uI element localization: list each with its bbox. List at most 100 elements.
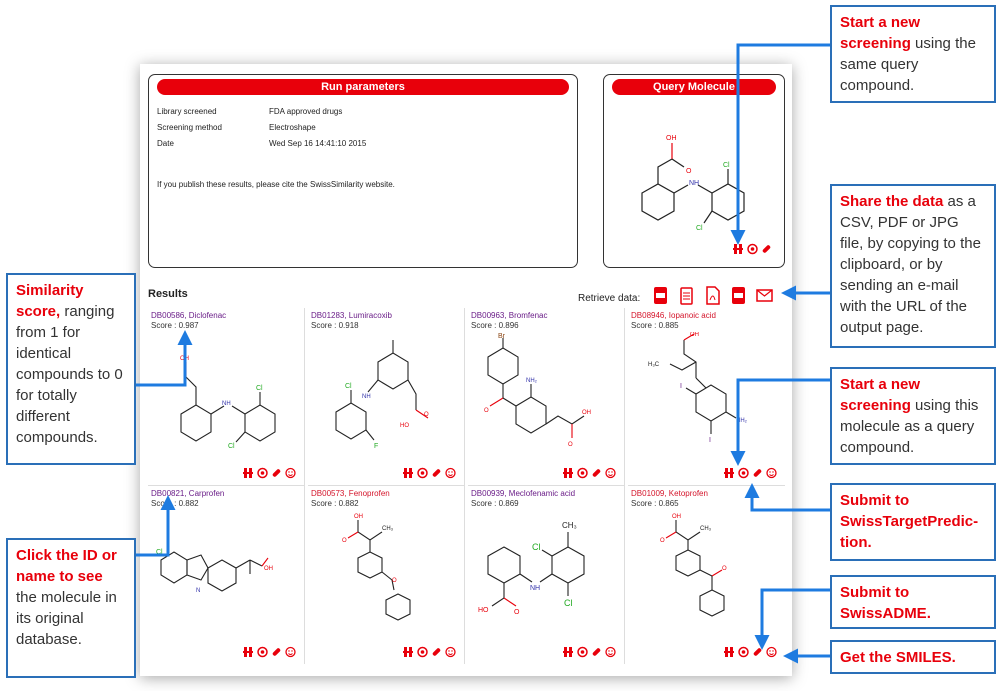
screening-icon[interactable]: [403, 467, 414, 479]
smiley-icon[interactable]: [285, 646, 296, 658]
screening-icon[interactable]: [733, 243, 744, 255]
target-icon[interactable]: [738, 467, 749, 479]
smiley-icon[interactable]: [605, 467, 616, 479]
svg-text:NH: NH: [689, 180, 699, 187]
result-id-link[interactable]: DB00573, Fenoprofen: [311, 489, 390, 498]
pill-icon[interactable]: [591, 646, 602, 658]
pill-icon[interactable]: [431, 646, 442, 658]
target-icon[interactable]: [577, 646, 588, 658]
result-id-link[interactable]: DB01283, Lumiracoxib: [311, 311, 392, 320]
result-actions: [724, 646, 777, 658]
callout-bold: Share the data: [840, 193, 944, 210]
retrieve-data-label: Retrieve data:: [578, 293, 641, 304]
target-icon[interactable]: [747, 243, 758, 255]
smiley-icon[interactable]: [605, 646, 616, 658]
callout-similarity-score: Similarity score, ranging from 1 for ide…: [6, 273, 136, 465]
result-score: Score : 0.896: [471, 321, 519, 330]
callout-bold: Submit to SwissTargetPredic-tion.: [840, 492, 979, 551]
screening-icon[interactable]: [563, 467, 574, 479]
result-actions: [563, 467, 616, 479]
target-icon[interactable]: [257, 467, 268, 479]
pill-icon[interactable]: [761, 243, 772, 255]
svg-text:CH₃: CH₃: [382, 526, 394, 532]
screening-icon[interactable]: [563, 646, 574, 658]
result-id-link[interactable]: DB08946, Iopanoic acid: [631, 311, 716, 320]
svg-text:OH: OH: [264, 566, 273, 572]
target-icon[interactable]: [417, 467, 428, 479]
svg-text:OH: OH: [690, 332, 699, 338]
result-actions: [403, 646, 456, 658]
callout-click-id: Click the ID or name to see the molecule…: [6, 538, 136, 678]
svg-text:NH: NH: [530, 585, 540, 592]
query-molecule-panel: Query Molecule OH O NH Cl Cl: [603, 74, 785, 268]
callout-bold: Similarity score,: [16, 282, 84, 320]
pill-icon[interactable]: [591, 467, 602, 479]
svg-text:OH: OH: [666, 135, 677, 142]
pill-icon[interactable]: [271, 467, 282, 479]
result-actions: [724, 467, 777, 479]
target-icon[interactable]: [417, 646, 428, 658]
svg-text:OH: OH: [582, 410, 591, 416]
pdf-icon[interactable]: [704, 286, 721, 305]
svg-text:Cl: Cl: [256, 385, 263, 392]
svg-text:I: I: [680, 383, 682, 390]
callout-smiles: Get the SMILES.: [830, 640, 996, 674]
screening-icon[interactable]: [724, 467, 735, 479]
result-score: Score : 0.869: [471, 499, 519, 508]
callout-text: as a CSV, PDF or JPG file, by copying to…: [840, 193, 981, 336]
param-value: Wed Sep 16 14:41:10 2015: [269, 139, 367, 148]
result-actions: [403, 467, 456, 479]
callout-text: ranging from 1 for identical compounds t…: [16, 303, 123, 446]
result-score: Score : 0.882: [151, 499, 199, 508]
svg-text:OH: OH: [354, 514, 363, 520]
smiley-icon[interactable]: [445, 467, 456, 479]
smiley-icon[interactable]: [766, 467, 777, 479]
results-heading: Results: [148, 288, 188, 300]
result-actions: [243, 467, 296, 479]
jpg-icon[interactable]: [730, 286, 747, 305]
result-id-link[interactable]: DB00939, Meclofenamic acid: [471, 489, 576, 498]
param-value: FDA approved drugs: [269, 107, 343, 116]
smiley-icon[interactable]: [445, 646, 456, 658]
svg-text:OH: OH: [672, 514, 681, 520]
csv-icon[interactable]: [652, 286, 669, 305]
svg-text:Br: Br: [498, 333, 506, 340]
svg-text:O: O: [686, 168, 692, 175]
pill-icon[interactable]: [271, 646, 282, 658]
svg-text:NH₂: NH₂: [526, 378, 538, 384]
result-id-link[interactable]: DB00821, Carprofen: [151, 489, 225, 498]
email-icon[interactable]: [756, 286, 773, 305]
result-id-link[interactable]: DB00586, Diclofenac: [151, 311, 227, 320]
svg-text:O: O: [722, 566, 727, 572]
svg-text:O: O: [514, 609, 520, 616]
smiley-icon[interactable]: [285, 467, 296, 479]
callout-new-screening-same: Start a new screening using the same que…: [830, 5, 996, 103]
result-id-link[interactable]: DB01009, Ketoprofen: [631, 489, 708, 498]
svg-text:F: F: [374, 443, 378, 450]
target-icon[interactable]: [577, 467, 588, 479]
callout-bold: Submit to SwissADME.: [840, 584, 931, 622]
screening-icon[interactable]: [243, 646, 254, 658]
target-icon[interactable]: [257, 646, 268, 658]
callout-target-prediction: Submit to SwissTargetPredic-tion.: [830, 483, 996, 561]
screening-icon[interactable]: [403, 646, 414, 658]
screening-icon[interactable]: [243, 467, 254, 479]
svg-text:I: I: [709, 437, 711, 444]
result-score: Score : 0.885: [631, 321, 679, 330]
pill-icon[interactable]: [752, 467, 763, 479]
pill-icon[interactable]: [431, 467, 442, 479]
clipboard-icon[interactable]: [678, 286, 695, 305]
smiley-icon[interactable]: [766, 646, 777, 658]
result-id-link[interactable]: DB00963, Bromfenac: [471, 311, 548, 320]
target-icon[interactable]: [738, 646, 749, 658]
screening-icon[interactable]: [724, 646, 735, 658]
pill-icon[interactable]: [752, 646, 763, 658]
